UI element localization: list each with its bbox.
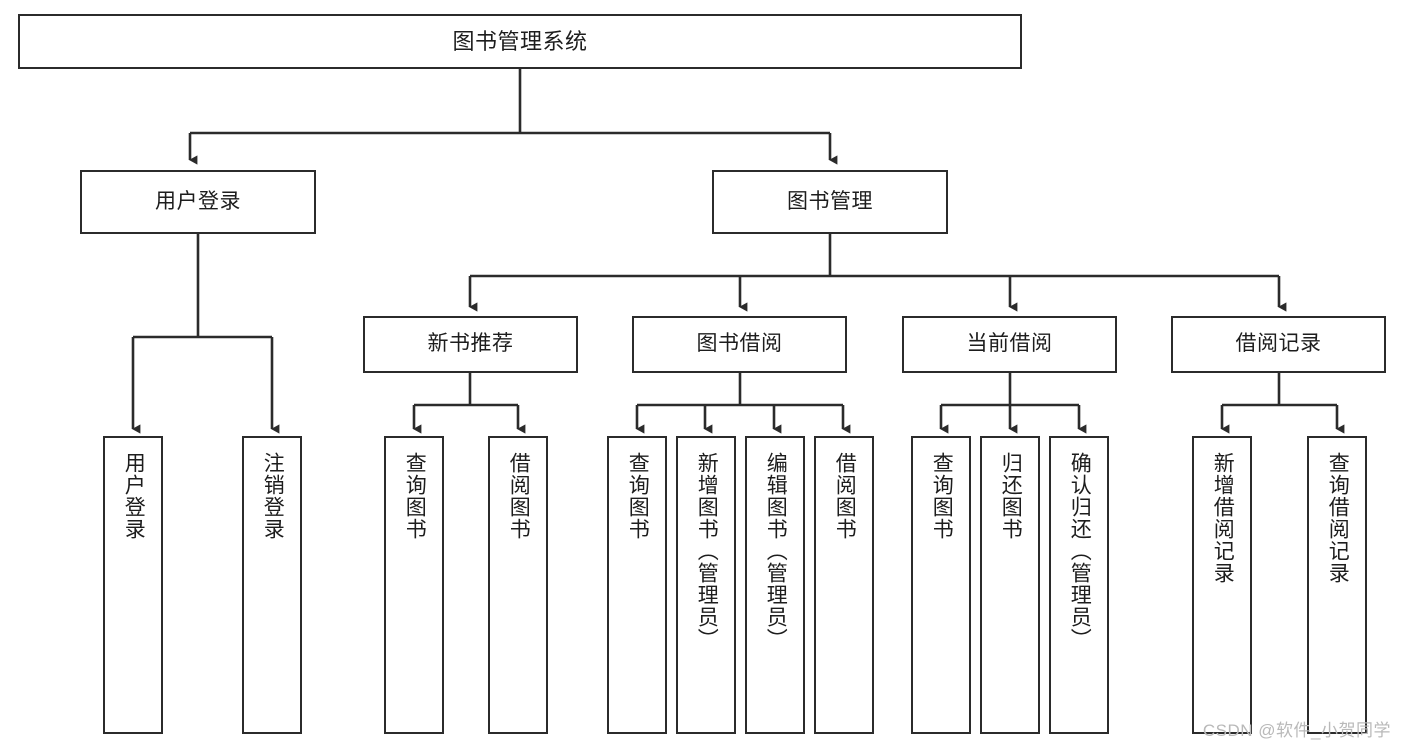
node-leaf-borrow-book-rec-label: 借阅图书 <box>507 452 531 540</box>
node-leaf-return-book-label: 归还图书 <box>999 452 1023 540</box>
node-leaf-add-book[interactable]: 新增图书（管理员） <box>676 436 736 734</box>
node-book-borrow-label: 图书借阅 <box>696 332 783 356</box>
node-leaf-user-login[interactable]: 用户登录 <box>103 436 163 734</box>
node-leaf-confirm-return-label: 确认归还（管理员） <box>1068 452 1092 650</box>
node-leaf-query-book-borrow[interactable]: 查询图书 <box>607 436 667 734</box>
node-borrow-record-label: 借阅记录 <box>1235 332 1322 356</box>
node-root-label: 图书管理系统 <box>452 28 588 54</box>
node-book-borrow[interactable]: 图书借阅 <box>632 316 847 373</box>
node-user-login-label: 用户登录 <box>155 189 241 213</box>
node-leaf-borrow-book-label: 借阅图书 <box>833 452 857 540</box>
node-leaf-query-book-rec-label: 查询图书 <box>403 452 427 540</box>
node-leaf-confirm-return[interactable]: 确认归还（管理员） <box>1049 436 1109 734</box>
node-user-login[interactable]: 用户登录 <box>80 170 316 234</box>
node-leaf-query-book-current[interactable]: 查询图书 <box>911 436 971 734</box>
node-book-mgmt[interactable]: 图书管理 <box>712 170 948 234</box>
node-leaf-logout[interactable]: 注销登录 <box>242 436 302 734</box>
node-root[interactable]: 图书管理系统 <box>18 14 1022 69</box>
node-leaf-add-book-label: 新增图书（管理员） <box>695 452 719 650</box>
node-leaf-return-book[interactable]: 归还图书 <box>980 436 1040 734</box>
node-leaf-query-borrow-record[interactable]: 查询借阅记录 <box>1307 436 1367 734</box>
node-leaf-user-login-label: 用户登录 <box>122 452 146 540</box>
node-leaf-query-borrow-record-label: 查询借阅记录 <box>1326 452 1350 584</box>
node-leaf-edit-book-label: 编辑图书（管理员） <box>764 452 788 650</box>
node-new-book-rec-label: 新书推荐 <box>427 332 514 356</box>
node-borrow-record[interactable]: 借阅记录 <box>1171 316 1386 373</box>
node-leaf-borrow-book[interactable]: 借阅图书 <box>814 436 874 734</box>
node-leaf-logout-label: 注销登录 <box>261 452 285 540</box>
node-leaf-add-borrow-record[interactable]: 新增借阅记录 <box>1192 436 1252 734</box>
node-leaf-edit-book[interactable]: 编辑图书（管理员） <box>745 436 805 734</box>
watermark: CSDN @软件_小贺同学 <box>1202 721 1391 740</box>
node-current-borrow-label: 当前借阅 <box>966 332 1053 356</box>
node-leaf-query-book-rec[interactable]: 查询图书 <box>384 436 444 734</box>
node-new-book-rec[interactable]: 新书推荐 <box>363 316 578 373</box>
node-leaf-query-book-borrow-label: 查询图书 <box>626 452 650 540</box>
node-book-mgmt-label: 图书管理 <box>787 189 873 213</box>
node-leaf-add-borrow-record-label: 新增借阅记录 <box>1211 452 1235 584</box>
node-leaf-borrow-book-rec[interactable]: 借阅图书 <box>488 436 548 734</box>
node-current-borrow[interactable]: 当前借阅 <box>902 316 1117 373</box>
node-leaf-query-book-current-label: 查询图书 <box>930 452 954 540</box>
